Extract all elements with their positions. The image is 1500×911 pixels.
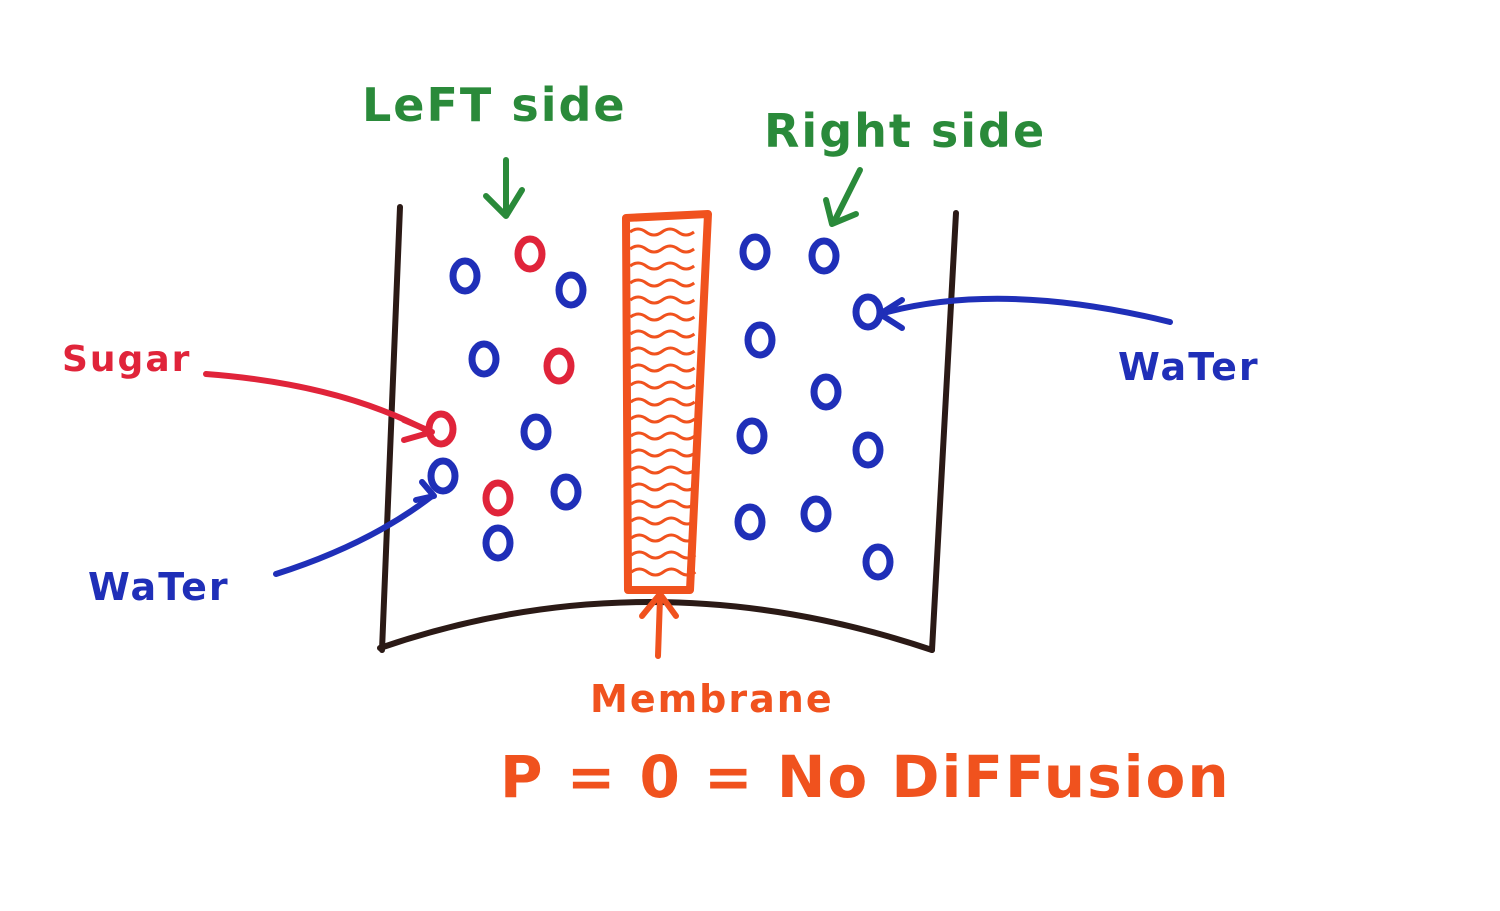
membrane-wavy-lines (629, 227, 697, 577)
right-side-arrow (831, 167, 863, 225)
sugar-arrow (203, 371, 433, 435)
membrane-label: Membrane (590, 677, 834, 721)
water-particle-right (862, 543, 894, 581)
water-arrow-left (273, 493, 435, 577)
sugar-particle-left (425, 410, 457, 448)
water-arrow-left-head (413, 479, 437, 503)
container-right-wall (929, 210, 959, 653)
membrane (622, 210, 712, 594)
sugar-particle-left (543, 347, 575, 385)
container (377, 204, 959, 653)
water-particle-right (852, 431, 884, 469)
water-particle-left (427, 457, 459, 495)
water-particle-right (734, 503, 766, 541)
left-side-label: LeFT side (362, 78, 627, 132)
water-particle-right (808, 237, 840, 275)
sugar-particle-left (482, 479, 514, 517)
membrane-arrow-head (639, 591, 679, 619)
right-side-label: Right side (764, 104, 1047, 158)
water-particle-right (852, 293, 884, 331)
water-particle-right (744, 321, 776, 359)
water-particle-left (468, 340, 500, 378)
left-side-arrow-head (483, 187, 525, 219)
right-side-arrow-head (823, 197, 859, 227)
water-particle-right (810, 373, 842, 411)
water-particle-left (520, 413, 552, 451)
water-particle-right (739, 233, 771, 271)
sugar-label: Sugar (62, 339, 192, 380)
sugar-particle-left (514, 235, 546, 273)
water-arrow-right (877, 295, 1173, 325)
water-label-left: WaTer (88, 565, 230, 609)
particles (425, 233, 894, 581)
container-left-wall (379, 204, 403, 653)
water-label-right: WaTer (1118, 345, 1260, 389)
water-particle-left (550, 473, 582, 511)
membrane-outline (622, 210, 712, 594)
water-particle-left (482, 524, 514, 562)
water-particle-right (736, 417, 768, 455)
water-particle-left (449, 257, 481, 295)
water-particle-left (555, 271, 587, 309)
membrane-arrow (655, 595, 663, 659)
no-diffusion-equation: P = 0 = No DiFFusion (500, 743, 1231, 811)
water-particle-right (800, 495, 832, 533)
